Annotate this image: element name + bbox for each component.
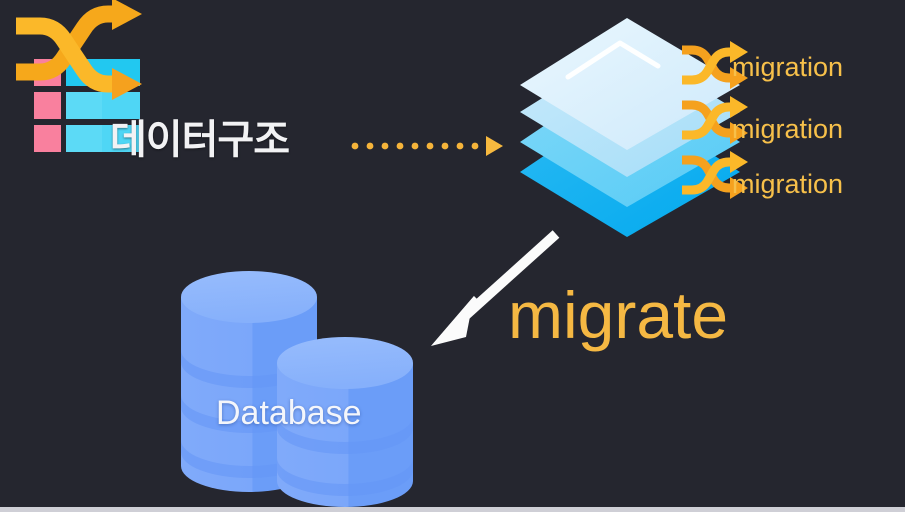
migration-label-1: migration: [732, 52, 844, 82]
database-label: Database: [216, 394, 362, 432]
database-cylinder-front: [277, 337, 413, 507]
shuffle-icon-migration-2: [682, 96, 748, 144]
data-structure-label: 데이터구조: [110, 118, 290, 162]
stacked-layers-icon: [520, 18, 740, 237]
migrate-label: migrate: [508, 278, 729, 352]
shuffle-icon-migration-3: [682, 151, 748, 199]
database-cylinders-icon: [181, 271, 413, 507]
migration-label-2: migration: [732, 114, 844, 144]
migration-label-3: migration: [732, 169, 844, 199]
table-rows-icon: [34, 59, 140, 152]
shuffle-icon: [16, 0, 142, 100]
migrate-arrow: [431, 230, 560, 346]
shuffle-icon-migration-1: [682, 41, 748, 89]
dotted-arrow: [351, 136, 503, 156]
bottom-strip: [0, 507, 905, 512]
